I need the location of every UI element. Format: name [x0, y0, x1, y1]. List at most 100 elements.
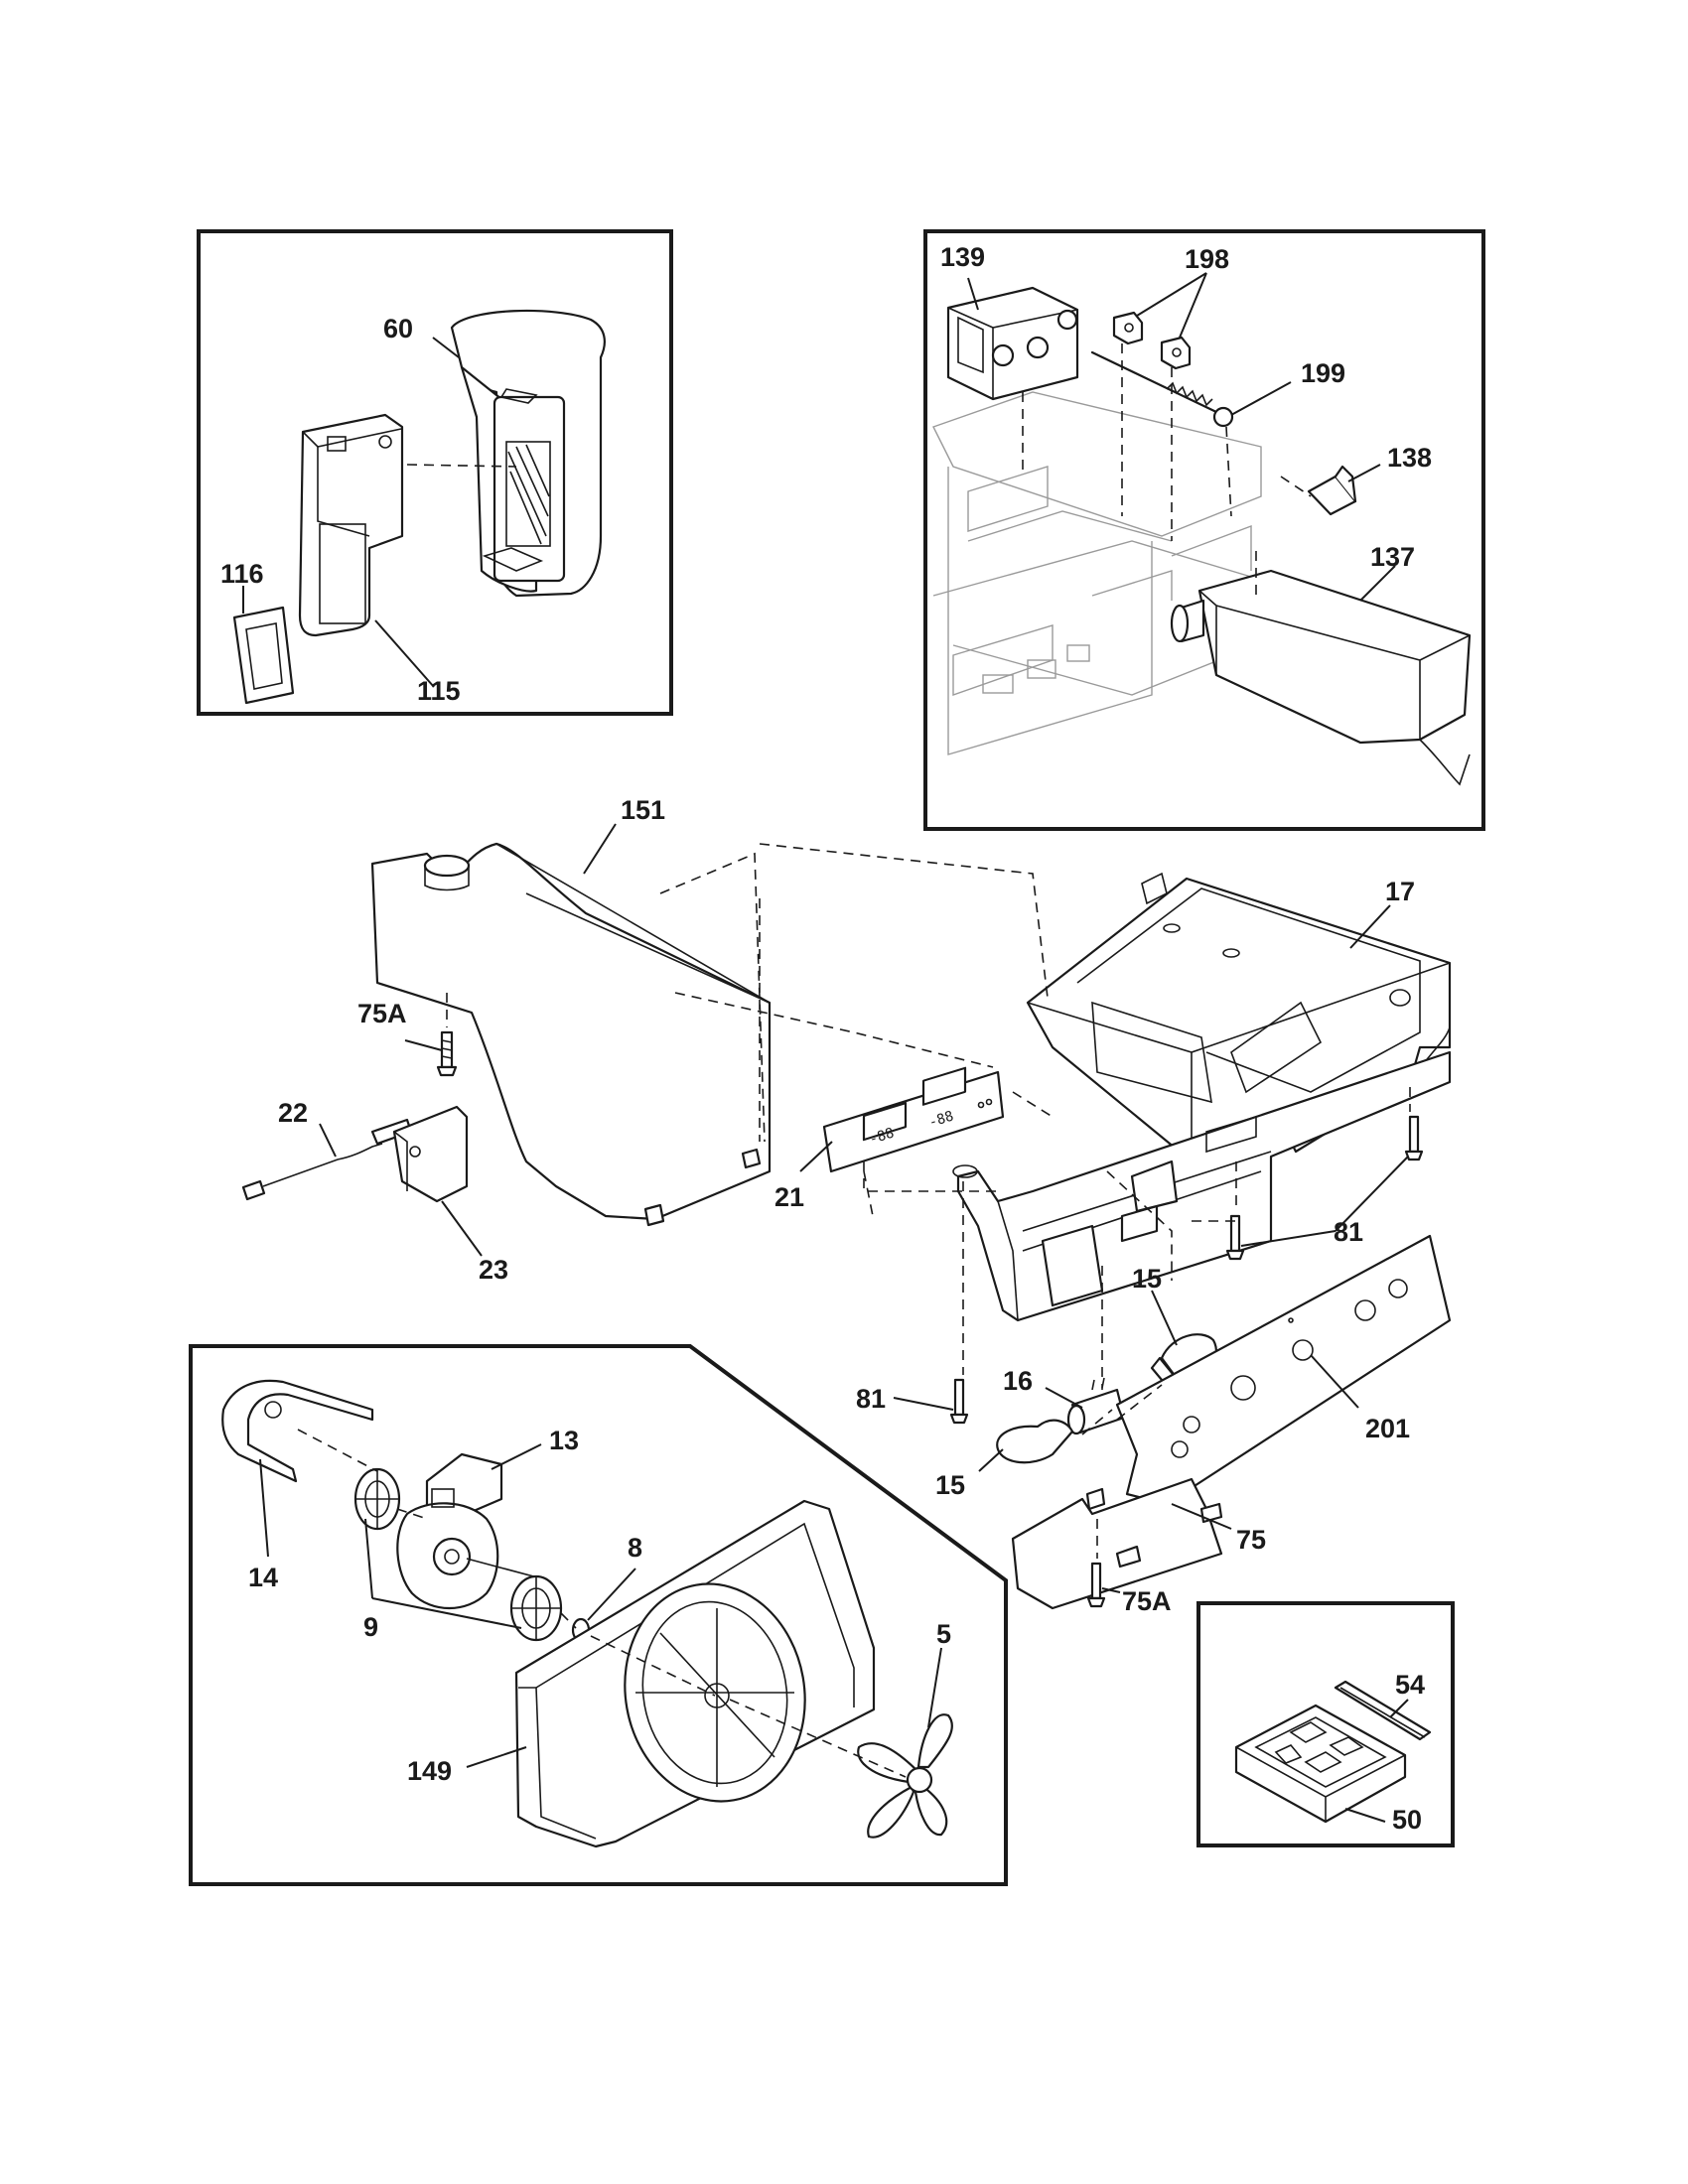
part-81-screw-left	[949, 1378, 969, 1425]
callout-75a-bottom: 75A	[1122, 1586, 1172, 1616]
leader-75a-bottom	[1101, 1587, 1121, 1593]
part-9-grommet-right	[509, 1574, 563, 1642]
part-115-damper-assembly	[298, 413, 404, 637]
part-13-motor	[396, 1452, 542, 1610]
inset-frame-bottom-right	[1196, 1601, 1455, 1847]
callout-17: 17	[1385, 877, 1415, 906]
leader-60	[432, 337, 460, 358]
callout-137: 137	[1370, 542, 1415, 572]
callout-22: 22	[278, 1098, 308, 1128]
callout-21: 21	[774, 1182, 804, 1212]
leader-138	[1347, 464, 1381, 482]
part-75a-screw-top	[436, 1030, 458, 1077]
part-50-tray	[1234, 1704, 1407, 1824]
callout-60: 60	[383, 314, 413, 343]
part-17-dispenser-housing	[1026, 872, 1452, 1163]
callout-75: 75	[1236, 1525, 1266, 1555]
part-14-bracket	[221, 1379, 374, 1483]
leader-8	[587, 1568, 636, 1621]
part-75a-screw-bottom	[1086, 1562, 1106, 1608]
part-21-control-board: -88 -88	[822, 1066, 1005, 1173]
ghost-housing-outline	[932, 391, 1282, 755]
inset-frame-bottom-left	[189, 1344, 1008, 1886]
callout-5: 5	[936, 1619, 951, 1649]
callout-138: 138	[1387, 443, 1432, 473]
part-149-fan-shroud	[514, 1499, 876, 1848]
callout-198: 198	[1185, 244, 1229, 274]
part-17-front-frame	[952, 1050, 1452, 1322]
leader-81-right	[1240, 1230, 1336, 1247]
leader-5	[927, 1647, 942, 1728]
part-116-gasket	[232, 606, 295, 705]
callout-23: 23	[479, 1255, 508, 1285]
callout-139: 139	[940, 242, 985, 272]
leader-14	[259, 1458, 269, 1558]
leader-75a-top	[404, 1039, 443, 1051]
part-137-actuator	[1170, 569, 1472, 786]
leader-115	[374, 619, 435, 688]
callout-81-right: 81	[1334, 1217, 1363, 1247]
part-60-duct-housing	[450, 309, 606, 598]
callout-54: 54	[1395, 1670, 1425, 1700]
part-54-strip	[1334, 1680, 1432, 1741]
part-5-fan-blade	[857, 1713, 953, 1839]
leader-16	[1045, 1387, 1083, 1409]
part-138-bracket	[1307, 465, 1357, 516]
callout-9: 9	[363, 1612, 378, 1642]
leader-15-bottom	[978, 1448, 1004, 1472]
callout-13: 13	[549, 1426, 579, 1455]
callout-8: 8	[628, 1533, 642, 1563]
callout-116: 116	[220, 559, 264, 589]
leader-81-right-upper	[1335, 1156, 1409, 1232]
callout-149: 149	[407, 1756, 452, 1786]
leader-201	[1310, 1354, 1359, 1409]
part-151-side-panel	[370, 842, 772, 1227]
leader-54	[1389, 1699, 1409, 1718]
callout-201: 201	[1365, 1414, 1410, 1443]
callout-115: 115	[417, 676, 461, 706]
leader-199	[1230, 381, 1292, 416]
callout-75a-top: 75A	[357, 999, 407, 1028]
leader-151	[583, 823, 617, 875]
part-81-screw-right	[1404, 1115, 1424, 1161]
part-199-spring-rod	[1090, 350, 1234, 428]
display-readout-right: -88	[927, 1108, 956, 1131]
leader-50	[1344, 1808, 1386, 1823]
leader-198	[1136, 272, 1207, 339]
callout-16: 16	[1003, 1366, 1033, 1396]
leader-149	[466, 1746, 527, 1768]
part-198-clips	[1112, 311, 1192, 370]
display-readout-left: -88	[868, 1125, 897, 1148]
callout-151: 151	[621, 795, 665, 825]
leader-17	[1349, 904, 1391, 949]
callout-15-bottom: 15	[935, 1470, 965, 1500]
callout-50: 50	[1392, 1805, 1422, 1835]
leader-22	[319, 1123, 337, 1158]
leader-81-left	[893, 1397, 954, 1411]
leader-15-top	[1151, 1290, 1178, 1346]
inset-frame-top-right	[923, 229, 1485, 831]
leader-75	[1171, 1503, 1232, 1530]
part-22-wire-harness	[241, 1118, 413, 1201]
leader-21	[799, 1141, 833, 1172]
assembly-line-60-115	[406, 464, 517, 468]
assembly-lines-top-right	[1022, 343, 1312, 596]
part-9-grommet-left	[353, 1467, 401, 1531]
leader-137	[1359, 565, 1396, 602]
assembly-lines-main	[446, 843, 1411, 1559]
callout-14: 14	[248, 1563, 278, 1592]
leader-139	[967, 277, 979, 311]
callout-15-top: 15	[1132, 1264, 1162, 1294]
leader-9	[364, 1518, 522, 1629]
part-139-switch-block	[946, 286, 1079, 401]
leader-13	[491, 1443, 542, 1470]
part-15-bulb-bottom	[996, 1419, 1074, 1464]
part-23-cover	[392, 1105, 469, 1203]
leader-23	[441, 1200, 483, 1257]
callout-81-left: 81	[856, 1384, 886, 1414]
callout-199: 199	[1301, 358, 1345, 388]
part-81-screw-center	[1225, 1214, 1245, 1261]
inset-frame-top-left	[197, 229, 673, 716]
part-75-bottom-cover	[1011, 1477, 1223, 1610]
